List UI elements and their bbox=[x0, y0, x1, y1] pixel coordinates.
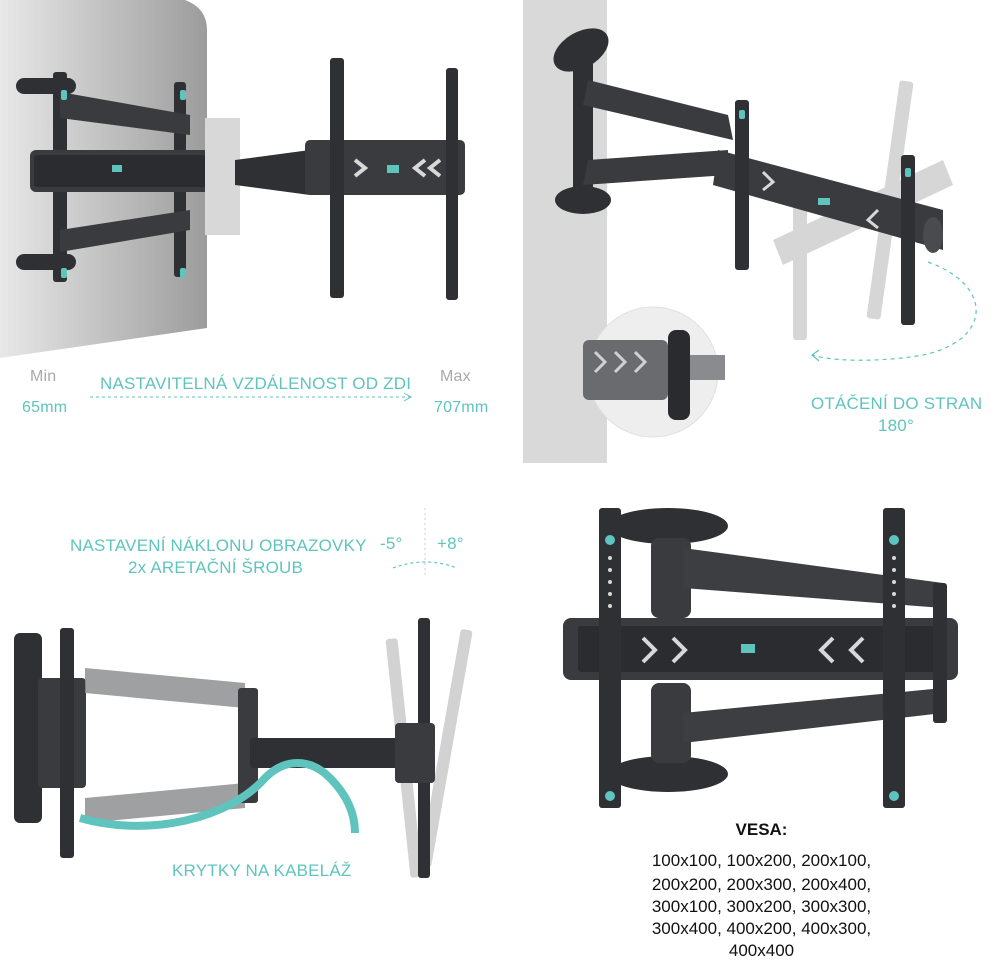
tilt-plus: +8° bbox=[437, 534, 464, 553]
swivel-arrow bbox=[812, 261, 977, 361]
vesa-title: VESA: bbox=[735, 820, 788, 839]
distance-title: NASTAVITELNÁ VZDÁLENOST OD ZDI bbox=[100, 374, 412, 393]
tilt-title-line1: NASTAVENÍ NÁKLONU OBRAZOVKY bbox=[70, 536, 367, 555]
mount-front-illustration bbox=[563, 508, 958, 808]
cable-cover bbox=[78, 759, 359, 834]
vesa-line: 300x400, 400x200, 400x300, bbox=[651, 919, 872, 938]
mount-tilt-illustration bbox=[14, 508, 473, 878]
panel-wall-distance: Min 65mm NASTAVITELNÁ VZDÁLENOST OD ZDI … bbox=[0, 0, 515, 470]
folded-mount bbox=[16, 72, 210, 282]
swivel-title: OTÁČENÍ DO STRAN bbox=[811, 394, 983, 413]
cable-label: KRYTKY NA KABELÁŽ bbox=[172, 861, 352, 880]
panel-vesa: VESA: 100x100, 100x200, 200x100, 200x200… bbox=[523, 478, 1000, 969]
mount-swivel-illustration bbox=[523, 0, 977, 463]
swivel-angle: 180° bbox=[878, 416, 914, 435]
vesa-line: 100x100, 100x200, 200x100, bbox=[651, 851, 872, 870]
panel-tilt: NASTAVENÍ NÁKLONU OBRAZOVKY 2x ARETAČNÍ … bbox=[0, 478, 515, 969]
vesa-line: 200x200, 200x300, 200x400, bbox=[651, 875, 872, 894]
tilt-title-line2: 2x ARETAČNÍ ŠROUB bbox=[128, 558, 304, 577]
mount-distance-illustration bbox=[0, 0, 465, 402]
detail-inset bbox=[583, 306, 725, 438]
max-value: 707mm bbox=[434, 399, 489, 416]
min-label: Min bbox=[30, 368, 57, 385]
tilt-arrow bbox=[392, 561, 458, 569]
tilt-minus: -5° bbox=[380, 534, 403, 553]
max-label: Max bbox=[440, 368, 471, 385]
min-value: 65mm bbox=[22, 399, 68, 416]
vesa-line: 300x100, 300x200, 300x300, bbox=[651, 897, 872, 916]
panel-swivel: OTÁČENÍ DO STRAN 180° bbox=[523, 0, 1000, 463]
vesa-line: 400x400 bbox=[728, 941, 795, 960]
